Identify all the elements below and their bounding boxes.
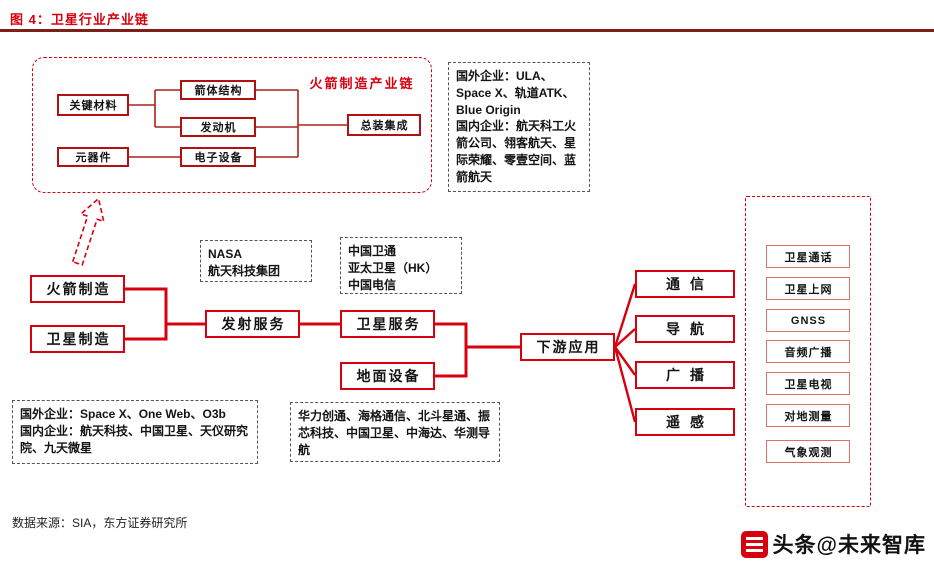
- node-downstream-applications: 下游应用: [520, 333, 615, 361]
- launch-companies-note: NASA 航天科技集团: [200, 240, 312, 282]
- note-line: 华力创通、海格通信、北斗星通、振芯科技、中国卫星、中海达、华测导航: [298, 409, 491, 457]
- service-companies-note: 中国卫通 亚太卫星（HK） 中国电信: [340, 237, 462, 294]
- node-rocket-structure: 箭体结构: [180, 80, 256, 100]
- detail-gnss: GNSS: [766, 309, 850, 332]
- detail-earth-measurement: 对地测量: [766, 404, 850, 427]
- node-engine: 发动机: [180, 117, 256, 137]
- rocket-chain-panel: [32, 57, 432, 193]
- note-line: NASA: [208, 247, 243, 261]
- note-line: 亚太卫星（HK）: [348, 260, 438, 275]
- node-electronics: 电子设备: [180, 147, 256, 167]
- note-line-domestic: 国内企业：航天科工火箭公司、翎客航天、星际荣耀、零壹空间、蓝箭航天: [456, 119, 577, 184]
- node-app-remote-sensing: 遥感: [635, 408, 735, 436]
- node-key-materials: 关键材料: [57, 94, 129, 116]
- up-arrow-icon: [71, 197, 105, 266]
- node-satellite-manufacturing: 卫星制造: [30, 325, 125, 353]
- node-rocket-manufacturing: 火箭制造: [30, 275, 125, 303]
- node-app-communication: 通信: [635, 270, 735, 298]
- note-line-domestic: 国内企业：航天科技、中国卫星、天仪研究院、九天微星: [20, 423, 249, 455]
- application-detail-panel: [745, 196, 871, 507]
- detail-satellite-call: 卫星通话: [766, 245, 850, 268]
- note-line-foreign: 国外企业：Space X、One Web、O3b: [20, 407, 226, 421]
- figure-title: 图 4：卫星行业产业链: [10, 12, 149, 27]
- note-line: 中国电信: [348, 277, 397, 292]
- node-satellite-service: 卫星服务: [340, 310, 435, 338]
- manufacturing-companies-note: 国外企业：Space X、One Web、O3b 国内企业：航天科技、中国卫星、…: [12, 400, 258, 464]
- node-app-navigation: 导航: [635, 315, 735, 343]
- rocket-companies-note: 国外企业：ULA、Space X、轨道ATK、Blue Origin 国内企业：…: [448, 62, 590, 192]
- watermark-text: 头条@未来智库: [772, 534, 926, 557]
- note-line: 中国卫通: [348, 244, 397, 258]
- node-final-assembly: 总装集成: [347, 114, 421, 136]
- detail-weather-observation: 气象观测: [766, 440, 850, 463]
- node-ground-equipment: 地面设备: [340, 362, 435, 390]
- watermark: 头条@未来智库: [740, 529, 926, 559]
- node-app-broadcast: 广播: [635, 361, 735, 389]
- data-source: 数据来源：SIA，东方证券研究所: [12, 516, 188, 530]
- node-launch-service: 发射服务: [205, 310, 300, 338]
- note-line-foreign: 国外企业：ULA、Space X、轨道ATK、Blue Origin: [456, 69, 575, 117]
- detail-satellite-tv: 卫星电视: [766, 372, 850, 395]
- note-line: 航天科技集团: [208, 263, 281, 278]
- toutiao-logo-icon: [740, 530, 768, 558]
- detail-satellite-internet: 卫星上网: [766, 277, 850, 300]
- ground-companies-note: 华力创通、海格通信、北斗星通、振芯科技、中国卫星、中海达、华测导航: [290, 402, 500, 462]
- detail-audio-broadcast: 音频广播: [766, 340, 850, 363]
- rocket-chain-title: 火箭制造产业链: [309, 76, 415, 91]
- header-rule: [0, 29, 934, 32]
- node-components: 元器件: [57, 147, 129, 167]
